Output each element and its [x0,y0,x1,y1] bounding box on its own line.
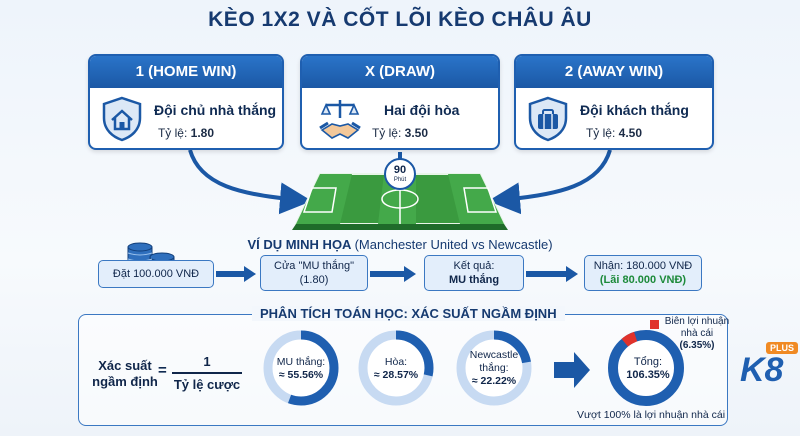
sum-arrow-icon [554,352,590,388]
payout-box: Nhận: 180.000 VNĐ (Lãi 80.000 VNĐ) [584,255,702,291]
total-ring [608,330,684,406]
outcome-label: Đội khách thắng [580,102,689,118]
result-box: Kết quả: MU thắng [424,255,524,291]
equals-sign: = [158,362,167,379]
stake-box: Đặt 100.000 VNĐ [98,260,214,288]
page-title: KÈO 1X2 VÀ CỐT LÕI KÈO CHÂU ÂU [208,8,592,31]
formula-lhs: Xác suất ngầm định [92,358,158,389]
outcome-card-draw: X (DRAW) Hai đội hòa Tỷ lệ: 3.50 [300,54,500,150]
outcome-card-away: 2 (AWAY WIN) Đội khách thắng Tỷ lệ: 4.50 [514,54,714,150]
scales-handshake-icon [319,100,361,139]
ring-label-home: MU thắng: ≈ 55.56% [276,356,326,381]
outcome-label: Hai đội hòa [384,102,460,118]
outcome-card-home: 1 (HOME WIN) Đội chủ nhà thắng Tỷ lệ: 1.… [88,54,284,150]
odds-value: 3.50 [404,126,429,140]
ring-fill [263,330,339,406]
brand-logo: K8 PLUS [740,342,799,394]
total-label: Tổng: 106.35% [626,356,670,381]
odds-line: Tỷ lệ: 3.50 [371,126,429,140]
ring-label-draw: Hòa: ≈ 28.57% [373,356,419,381]
suitcase-shield-icon [528,96,568,142]
ring-label-away: Newcastle thắng: ≈ 22.22% [469,349,519,387]
odds-line: Tỷ lệ: 4.50 [585,126,643,140]
ring-fill [358,330,434,406]
example-title: VÍ DỤ MINH HỌA (Manchester United vs New… [247,237,553,252]
margin-segment [608,330,684,406]
ring-fill [456,330,532,406]
outcome-label: Đội chủ nhà thắng [154,102,277,118]
football-field-icon [292,173,508,230]
footer-note: Vượt 100% là lợi nhuận nhà cái [576,409,726,421]
formula-fraction: 1 Tỷ lệ cược [172,354,242,392]
card-header: 2 (AWAY WIN) [516,56,712,88]
match-duration-badge: 90 Phút [384,158,416,190]
card-header: 1 (HOME WIN) [90,56,282,88]
margin-annotation: Biên lợi nhuận nhà cái (6.35%) [664,316,730,351]
card-header: X (DRAW) [302,56,498,88]
odds-line: Tỷ lệ: 1.80 [157,126,215,140]
home-shield-icon [102,96,142,142]
bet-box: Cửa "MU thắng" (1.80) [260,255,368,291]
margin-legend-swatch [650,320,659,329]
analysis-title: PHÂN TÍCH TOÁN HỌC: XÁC SUẤT NGẦM ĐỊNH [252,306,565,321]
odds-value: 1.80 [190,126,215,140]
odds-value: 4.50 [618,126,643,140]
